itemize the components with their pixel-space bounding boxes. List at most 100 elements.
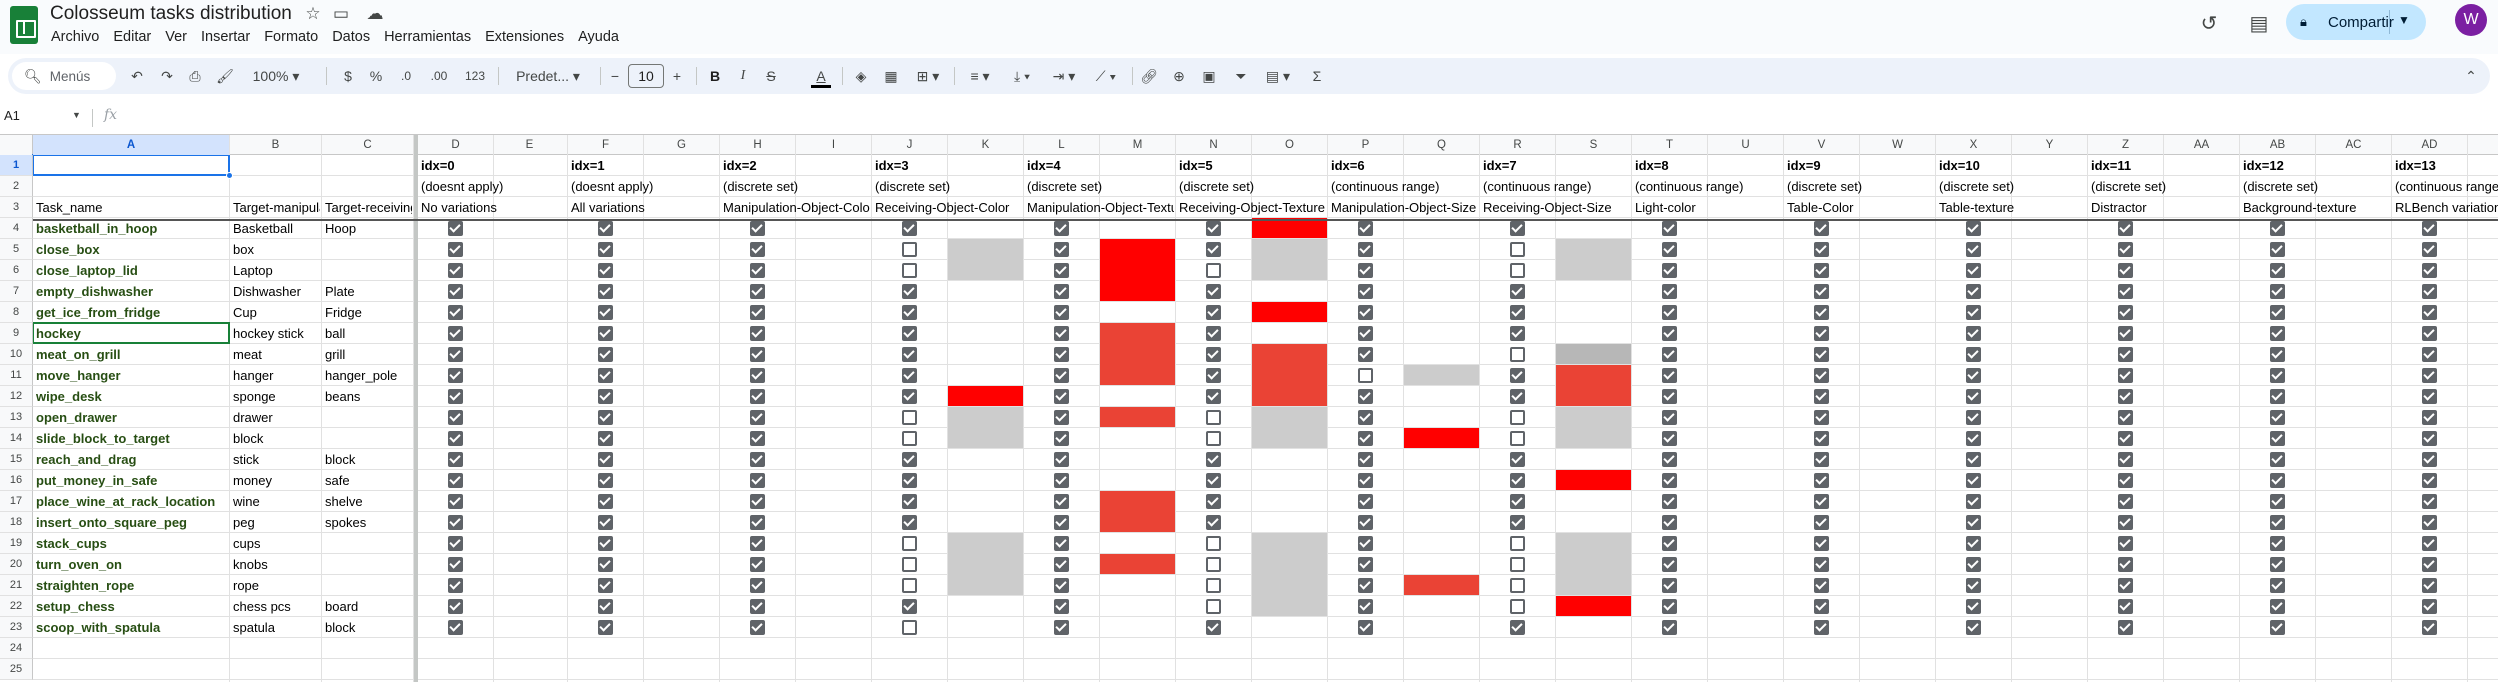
row-header-7[interactable]: 7 — [0, 281, 33, 302]
checkbox-checked[interactable] — [1054, 347, 1069, 362]
checkbox-checked[interactable] — [1814, 305, 1829, 320]
checkbox-checked[interactable] — [1358, 326, 1373, 341]
checkbox-checked[interactable] — [2422, 242, 2437, 257]
text-wrapping-icon[interactable]: ⇥ ▾ — [1052, 68, 1076, 84]
task-name-cell[interactable]: setup_chess — [36, 599, 115, 614]
share-button[interactable]: 🔒︎ Compartir ▼ — [2286, 4, 2426, 40]
factor-kind-cell[interactable]: (discrete set) — [1179, 179, 1255, 194]
column-header-p[interactable]: P — [1328, 135, 1404, 155]
receiving-object-cell[interactable]: beans — [325, 389, 361, 404]
checkbox-checked[interactable] — [2270, 368, 2285, 383]
checkbox-checked[interactable] — [902, 368, 917, 383]
receiving-object-cell[interactable]: block — [325, 620, 356, 635]
column-header-t[interactable]: T — [1632, 135, 1708, 155]
checkbox-checked[interactable] — [750, 389, 765, 404]
checkbox-checked[interactable] — [2270, 242, 2285, 257]
checkbox-checked[interactable] — [750, 599, 765, 614]
checkbox-checked[interactable] — [598, 242, 613, 257]
column-header-w[interactable]: W — [1860, 135, 1936, 155]
highlight-fill[interactable] — [1252, 344, 1327, 406]
receiving-object-cell[interactable]: Plate — [325, 284, 355, 299]
row-header-11[interactable]: 11 — [0, 365, 33, 386]
checkbox-checked[interactable] — [598, 452, 613, 467]
checkbox-checked[interactable] — [750, 221, 765, 236]
font-size-input[interactable] — [628, 64, 664, 88]
column-header-m[interactable]: M — [1100, 135, 1176, 155]
checkbox-checked[interactable] — [902, 599, 917, 614]
factor-index-cell[interactable]: idx=4 — [1027, 158, 1061, 173]
strikethrough-button[interactable]: S — [766, 68, 776, 84]
checkbox-checked[interactable] — [1814, 431, 1829, 446]
frozen-column-divider[interactable] — [414, 135, 418, 682]
checkbox-checked[interactable] — [2118, 536, 2133, 551]
factor-index-cell[interactable]: idx=6 — [1331, 158, 1365, 173]
factor-kind-cell[interactable]: (discrete set) — [1787, 179, 1863, 194]
checkbox-unchecked[interactable] — [1510, 242, 1525, 257]
factor-index-cell[interactable]: idx=1 — [571, 158, 605, 173]
checkbox-checked[interactable] — [1814, 410, 1829, 425]
checkbox-checked[interactable] — [448, 368, 463, 383]
checkbox-checked[interactable] — [2118, 452, 2133, 467]
checkbox-checked[interactable] — [2118, 221, 2133, 236]
checkbox-unchecked[interactable] — [902, 620, 917, 635]
checkbox-unchecked[interactable] — [1510, 557, 1525, 572]
highlight-fill[interactable] — [1556, 533, 1631, 595]
checkbox-unchecked[interactable] — [1206, 599, 1221, 614]
checkbox-checked[interactable] — [2422, 221, 2437, 236]
checkbox-checked[interactable] — [1358, 515, 1373, 530]
factor-index-cell[interactable]: idx=7 — [1483, 158, 1517, 173]
factor-index-cell[interactable]: idx=5 — [1179, 158, 1213, 173]
task-name-cell[interactable]: meat_on_grill — [36, 347, 121, 362]
checkbox-unchecked[interactable] — [1206, 578, 1221, 593]
row-header-5[interactable]: 5 — [0, 239, 33, 260]
chevron-down-icon[interactable]: ▼ — [2398, 13, 2410, 27]
checkbox-checked[interactable] — [1662, 452, 1677, 467]
task-name-cell[interactable]: wipe_desk — [36, 389, 102, 404]
checkbox-checked[interactable] — [1358, 494, 1373, 509]
checkbox-checked[interactable] — [448, 347, 463, 362]
column-header-o[interactable]: O — [1252, 135, 1328, 155]
checkbox-checked[interactable] — [598, 578, 613, 593]
checkbox-checked[interactable] — [1206, 620, 1221, 635]
task-name-cell[interactable]: slide_block_to_target — [36, 431, 170, 446]
menu-item[interactable]: Datos — [332, 29, 371, 45]
checkbox-checked[interactable] — [598, 599, 613, 614]
checkbox-unchecked[interactable] — [902, 263, 917, 278]
checkbox-checked[interactable] — [1814, 242, 1829, 257]
checkbox-checked[interactable] — [448, 536, 463, 551]
checkbox-checked[interactable] — [2270, 326, 2285, 341]
row-header-1[interactable]: 1 — [0, 155, 33, 176]
row-header-25[interactable]: 25 — [0, 659, 33, 680]
checkbox-checked[interactable] — [2270, 599, 2285, 614]
checkbox-checked[interactable] — [1206, 284, 1221, 299]
sheets-logo-icon[interactable] — [10, 6, 38, 44]
row-header-9[interactable]: 9 — [0, 323, 33, 344]
checkbox-checked[interactable] — [750, 368, 765, 383]
checkbox-checked[interactable] — [2422, 599, 2437, 614]
insert-comment-icon[interactable]: ⊕ — [1173, 68, 1185, 84]
checkbox-checked[interactable] — [1814, 368, 1829, 383]
checkbox-checked[interactable] — [1054, 599, 1069, 614]
column-header-e[interactable]: E — [492, 135, 568, 155]
checkbox-checked[interactable] — [1966, 221, 1981, 236]
checkbox-checked[interactable] — [2118, 263, 2133, 278]
checkbox-checked[interactable] — [2270, 557, 2285, 572]
checkbox-checked[interactable] — [1662, 410, 1677, 425]
receiving-object-cell[interactable]: Hoop — [325, 221, 357, 236]
highlight-fill[interactable] — [1404, 428, 1479, 448]
checkbox-checked[interactable] — [2118, 431, 2133, 446]
print-icon[interactable]: ⎙ — [189, 68, 201, 84]
checkbox-checked[interactable] — [750, 326, 765, 341]
functions-button[interactable]: Σ — [1312, 68, 1322, 84]
factor-kind-cell[interactable]: (discrete set) — [1027, 179, 1103, 194]
checkbox-checked[interactable] — [448, 620, 463, 635]
manipulation-object-cell[interactable]: rope — [233, 578, 260, 593]
checkbox-checked[interactable] — [598, 557, 613, 572]
checkbox-checked[interactable] — [598, 221, 613, 236]
checkbox-checked[interactable] — [2422, 620, 2437, 635]
checkbox-checked[interactable] — [1966, 242, 1981, 257]
receiving-object-cell[interactable]: board — [325, 599, 359, 614]
checkbox-checked[interactable] — [598, 368, 613, 383]
checkbox-checked[interactable] — [1358, 284, 1373, 299]
